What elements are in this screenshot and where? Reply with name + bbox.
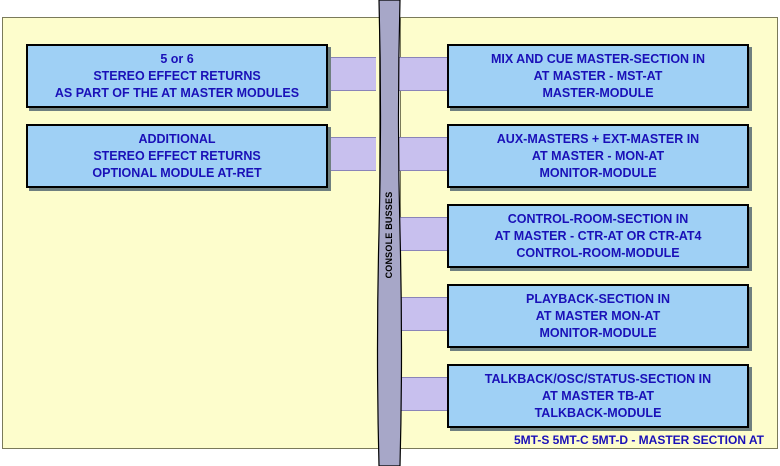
module-line: AT MASTER - MST-AT — [533, 68, 663, 83]
connector-right-5 — [398, 377, 448, 411]
module-line: MONITOR-MODULE — [539, 165, 657, 180]
diagram-caption: 5MT-S 5MT-C 5MT-D - MASTER SECTION AT — [513, 433, 764, 447]
module-line: ADDITIONAL — [138, 131, 216, 146]
module-line: MASTER-MODULE — [542, 85, 654, 100]
module-line: MONITOR-MODULE — [539, 325, 657, 340]
module-line: STEREO EFFECT RETURNS — [93, 68, 261, 83]
module-box-master: MIX AND CUE MASTER-SECTION IN AT MASTER … — [447, 44, 749, 108]
bus-label: CONSOLE BUSSES — [384, 191, 394, 279]
module-box-aux-monitor: AUX-MASTERS + EXT-MASTER IN AT MASTER - … — [447, 124, 749, 188]
module-line: MIX AND CUE MASTER-SECTION IN — [490, 51, 706, 66]
module-line: CONTROL-ROOM-MODULE — [516, 245, 680, 260]
module-box-effect-returns: 5 or 6 STEREO EFFECT RETURNS AS PART OF … — [26, 44, 328, 108]
module-line: AUX-MASTERS + EXT-MASTER IN — [496, 131, 700, 146]
module-line: 5 or 6 — [160, 51, 194, 66]
module-line: AT MASTER MON-AT — [535, 308, 661, 323]
connector-right-3 — [398, 217, 448, 251]
connector-right-1 — [398, 57, 448, 91]
console-bus-bar — [376, 0, 403, 466]
module-box-talkback: TALKBACK/OSC/STATUS-SECTION IN AT MASTER… — [447, 364, 749, 428]
module-line: AT MASTER TB-AT — [541, 388, 655, 403]
module-line: PLAYBACK-SECTION IN — [526, 291, 670, 306]
module-line: AT MASTER - CTR-AT OR CTR-AT4 — [494, 228, 702, 243]
module-line: AS PART OF THE AT MASTER MODULES — [54, 85, 300, 100]
connector-right-2 — [398, 137, 448, 171]
module-line: STEREO EFFECT RETURNS — [93, 148, 261, 163]
module-line: TALKBACK/OSC/STATUS-SECTION IN — [484, 371, 712, 386]
module-box-control-room: CONTROL-ROOM-SECTION IN AT MASTER - CTR-… — [447, 204, 749, 268]
connector-right-4 — [398, 297, 448, 331]
connector-left-2 — [330, 137, 376, 171]
module-box-additional-returns: ADDITIONAL STEREO EFFECT RETURNS OPTIONA… — [26, 124, 328, 188]
module-line: AT MASTER - MON-AT — [531, 148, 665, 163]
connector-left-1 — [330, 57, 376, 91]
module-box-playback: PLAYBACK-SECTION IN AT MASTER MON-AT MON… — [447, 284, 749, 348]
module-line: OPTIONAL MODULE AT-RET — [92, 165, 262, 180]
module-line: CONTROL-ROOM-SECTION IN — [507, 211, 689, 226]
module-line: TALKBACK-MODULE — [534, 405, 662, 420]
